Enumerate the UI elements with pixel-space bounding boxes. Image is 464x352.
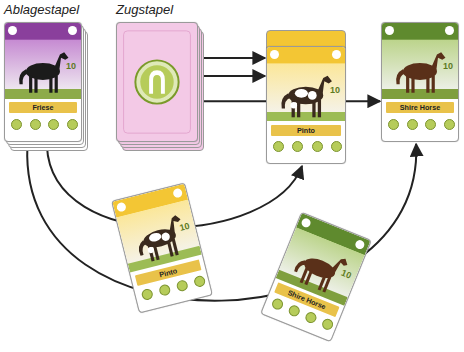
name-bar: Pinto (271, 125, 341, 136)
card-corner-mark (68, 26, 77, 35)
card-name: Friese (9, 102, 77, 113)
card-corner-mark (270, 50, 279, 59)
horse-picture (11, 47, 75, 97)
horse-card-node: Shire Horse 10 (381, 22, 459, 144)
value-dot (30, 119, 41, 130)
horse-picture (388, 47, 452, 97)
pile-heading: Zugstapel (116, 2, 173, 17)
value-dot (425, 119, 436, 130)
value-dot (273, 141, 284, 152)
horse-card: Shire Horse10 (260, 212, 372, 342)
value-dot (67, 119, 78, 130)
horseshoe-emblem (117, 23, 197, 141)
value-dot (444, 119, 455, 130)
horse-card: Friese 10 (4, 22, 82, 142)
move-arrow (27, 144, 416, 301)
grass-strip (5, 89, 81, 99)
value-dot (270, 297, 284, 311)
name-bar: Shire Horse (386, 102, 454, 113)
card-value: 10 (66, 61, 76, 71)
move-arrow (200, 57, 265, 59)
horse-card: Pinto 10 (266, 46, 346, 164)
horse-card-node: Pinto 10 (266, 30, 346, 175)
horse-picture (273, 71, 339, 121)
value-dot (176, 279, 189, 292)
value-dot (48, 119, 59, 130)
card-name: Pinto (271, 125, 341, 136)
card-corner-mark (385, 26, 394, 35)
value-dot (141, 288, 154, 301)
card-value: 10 (330, 85, 340, 95)
card-name: Shire Horse (386, 102, 454, 113)
horse-card-node: Pinto10 (111, 183, 213, 314)
value-dot (331, 141, 342, 152)
card-back (116, 22, 198, 142)
value-dot (193, 275, 206, 288)
value-dot (312, 141, 323, 152)
value-dot (287, 304, 301, 318)
discard-pile: AblagestapelFriese 10 (4, 2, 88, 154)
value-dot (407, 119, 418, 130)
draw-pile: Zugstapel (116, 2, 204, 152)
value-dot (292, 141, 303, 152)
card-value: 10 (443, 61, 453, 71)
value-dot (320, 317, 334, 331)
horse-card-node: Shire Horse10 (260, 212, 372, 342)
value-dot (158, 283, 171, 296)
value-dot (11, 119, 22, 130)
horse-card: Shire Horse 10 (381, 22, 459, 142)
name-bar: Friese (9, 102, 77, 113)
card-corner-mark (8, 26, 17, 35)
grass-strip (382, 89, 458, 99)
grass-strip (267, 112, 345, 121)
card-corner-mark (445, 26, 454, 35)
value-dot (304, 310, 318, 324)
value-dot (388, 119, 399, 130)
card-corner-mark (332, 50, 341, 59)
move-arrow (200, 75, 265, 77)
pile-heading: Ablagestapel (4, 2, 79, 17)
horse-card: Pinto10 (111, 183, 213, 314)
